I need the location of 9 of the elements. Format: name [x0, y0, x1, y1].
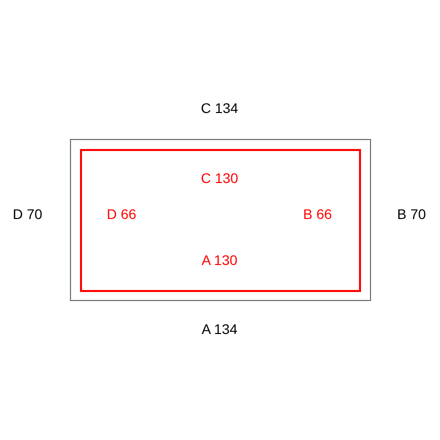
- dimension-label: C 134: [200, 100, 238, 116]
- dimension-label: C 130: [200, 170, 238, 186]
- dimension-label: D 70: [12, 206, 42, 222]
- dimension-label: A 134: [202, 320, 238, 336]
- dimension-label: B 66: [303, 206, 332, 222]
- dimension-label: A 130: [202, 252, 238, 268]
- rectangle-outline: [80, 148, 360, 292]
- dimension-label: D 66: [106, 206, 136, 222]
- dimension-label: B 70: [397, 206, 426, 222]
